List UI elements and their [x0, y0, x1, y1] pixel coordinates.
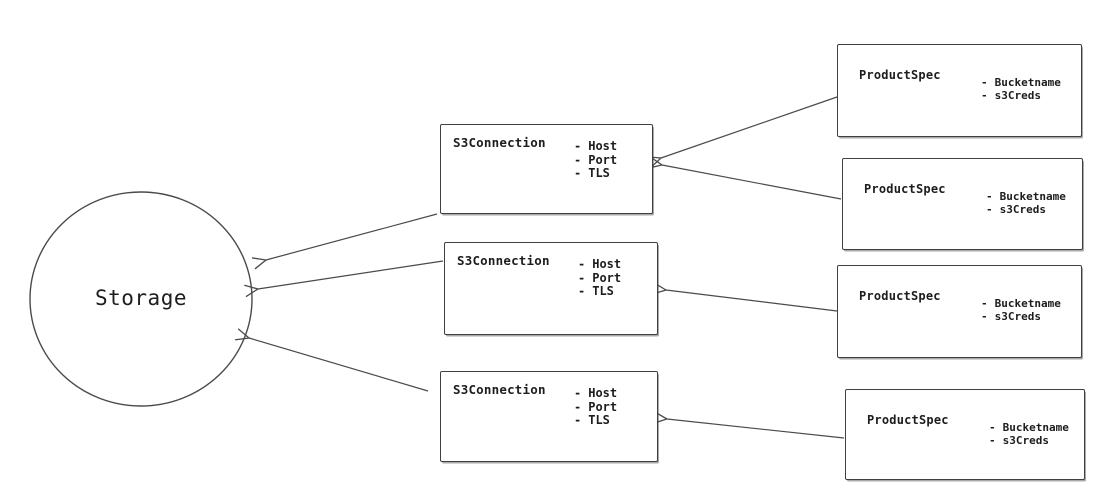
attribute-label: Port [592, 270, 622, 285]
attribute-label: Bucketname [999, 190, 1066, 203]
bullet-dash: - [981, 297, 988, 310]
attribute-list: - Bucketname - s3Creds [986, 190, 1066, 217]
bullet-dash: - [574, 139, 582, 153]
node-title: ProductSpec [867, 413, 949, 427]
edge-product-spec-1-to-s3-connection-1 [661, 96, 838, 158]
node-s3connection-2: S3Connection - Host - Port - TLS [444, 242, 658, 335]
attribute-item: - s3Creds [981, 309, 1061, 324]
bullet-dash: - [989, 421, 996, 434]
attribute-label: TLS [588, 166, 610, 180]
attribute-item: - Port [574, 399, 618, 415]
attribute-item: - Bucketname [981, 76, 1061, 90]
attribute-item: - TLS [574, 166, 617, 181]
attribute-label: Bucketname [994, 76, 1061, 89]
attribute-label: Host [588, 139, 618, 153]
attribute-list: - Bucketname - s3Creds [981, 76, 1061, 103]
attribute-label: s3Creds [1002, 433, 1049, 447]
attribute-item: - s3Creds [981, 88, 1061, 103]
attribute-label: Host [592, 257, 622, 271]
attribute-label: Port [588, 399, 618, 414]
edge-product-spec-3-to-s3-connection-2 [666, 290, 838, 312]
attribute-item: - TLS [578, 284, 621, 299]
attribute-label: Host [588, 386, 618, 400]
attribute-label: s3Creds [999, 202, 1046, 216]
bullet-dash: - [574, 386, 582, 400]
node-title: S3Connection [453, 135, 546, 150]
node-title: ProductSpec [864, 182, 946, 196]
node-storage-label: Storage [94, 286, 187, 310]
node-title: ProductSpec [859, 289, 941, 303]
attribute-item: - Bucketname [986, 190, 1066, 204]
attribute-item: - Port [574, 152, 618, 168]
node-productspec-1: ProductSpec - Bucketname - s3Creds [837, 44, 1082, 137]
edge-s3-connection-1-to-storage [266, 213, 438, 260]
attribute-label: Port [588, 152, 618, 167]
attribute-label: TLS [588, 413, 610, 427]
node-productspec-2: ProductSpec - Bucketname - s3Creds [842, 158, 1083, 250]
edge-s3-connection-2-to-storage [258, 260, 444, 289]
attribute-label: s3Creds [994, 88, 1041, 102]
attribute-item: - Port [578, 270, 622, 286]
attribute-list: - Host - Port - TLS [574, 139, 618, 181]
attribute-list: - Host - Port - TLS [574, 386, 618, 428]
attribute-label: Bucketname [1002, 421, 1069, 434]
node-title: S3Connection [457, 253, 550, 268]
bullet-dash: - [986, 190, 993, 203]
attribute-item: - Bucketname [981, 297, 1061, 311]
attribute-list: - Bucketname - s3Creds [989, 421, 1069, 448]
bullet-dash: - [578, 270, 586, 285]
node-productspec-3: ProductSpec - Bucketname - s3Creds [837, 265, 1082, 358]
attribute-item: - Host [578, 257, 622, 272]
attribute-item: - Host [574, 139, 618, 154]
node-productspec-4: ProductSpec - Bucketname - s3Creds [845, 389, 1085, 480]
node-s3connection-3: S3Connection - Host - Port - TLS [440, 371, 658, 462]
node-s3connection-1: S3Connection - Host - Port - TLS [440, 124, 653, 214]
attribute-item: - Bucketname [989, 421, 1069, 435]
node-title: S3Connection [453, 382, 546, 397]
bullet-dash: - [574, 399, 582, 414]
node-title: ProductSpec [859, 68, 941, 82]
edge-product-spec-2-to-s3-connection-1 [662, 165, 842, 200]
attribute-item: - TLS [574, 413, 617, 428]
attribute-item: - s3Creds [986, 202, 1066, 217]
attribute-label: TLS [592, 284, 614, 298]
bullet-dash: - [578, 284, 586, 298]
bullet-dash: - [578, 257, 586, 271]
attribute-item: - s3Creds [989, 433, 1069, 448]
bullet-dash: - [989, 433, 996, 447]
bullet-dash: - [574, 413, 582, 427]
attribute-list: - Host - Port - TLS [578, 257, 622, 299]
attribute-item: - Host [574, 386, 618, 401]
storage-node-shape [29, 191, 253, 407]
bullet-dash: - [981, 309, 988, 323]
edge-s3-connection-3-to-storage [249, 338, 429, 392]
bullet-dash: - [986, 202, 993, 216]
edge-product-spec-4-to-s3-connection-3 [667, 419, 845, 439]
bullet-dash: - [981, 88, 988, 102]
bullet-dash: - [981, 76, 988, 89]
bullet-dash: - [574, 166, 582, 180]
bullet-dash: - [574, 152, 582, 167]
attribute-label: s3Creds [994, 309, 1041, 323]
attribute-label: Bucketname [994, 297, 1061, 310]
attribute-list: - Bucketname - s3Creds [981, 297, 1061, 324]
